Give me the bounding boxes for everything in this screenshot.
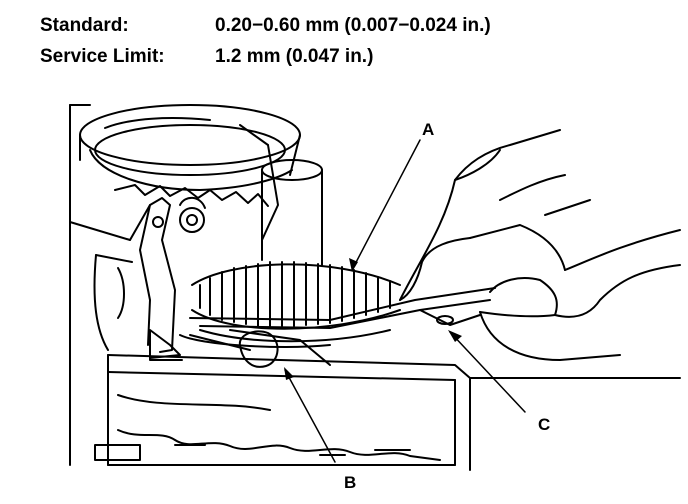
hand — [399, 129, 681, 361]
spec-service-limit-label: Service Limit: — [40, 46, 165, 67]
spec-standard-value: 0.20−0.60 mm (0.007−0.024 in.) — [215, 15, 491, 36]
callout-a-label: A — [422, 120, 434, 139]
housing-body — [69, 104, 681, 471]
feeler-gauge — [189, 287, 496, 329]
lower-gear — [189, 261, 401, 366]
shaft — [261, 159, 323, 266]
spec-standard-label: Standard: — [40, 15, 129, 36]
shift-lever — [129, 196, 206, 359]
retaining-ring — [149, 330, 331, 368]
callout-c-label: C — [538, 415, 550, 434]
callout-b-label: B — [344, 473, 356, 492]
callout-b-leader — [284, 369, 336, 463]
callout-a-leader — [351, 139, 421, 271]
callout-c-leader — [449, 331, 526, 413]
callout-arrowheads — [284, 258, 462, 380]
upper-gear — [79, 104, 301, 241]
callout-leaders — [284, 139, 526, 463]
spec-service-limit-value: 1.2 mm (0.047 in.) — [215, 46, 374, 67]
